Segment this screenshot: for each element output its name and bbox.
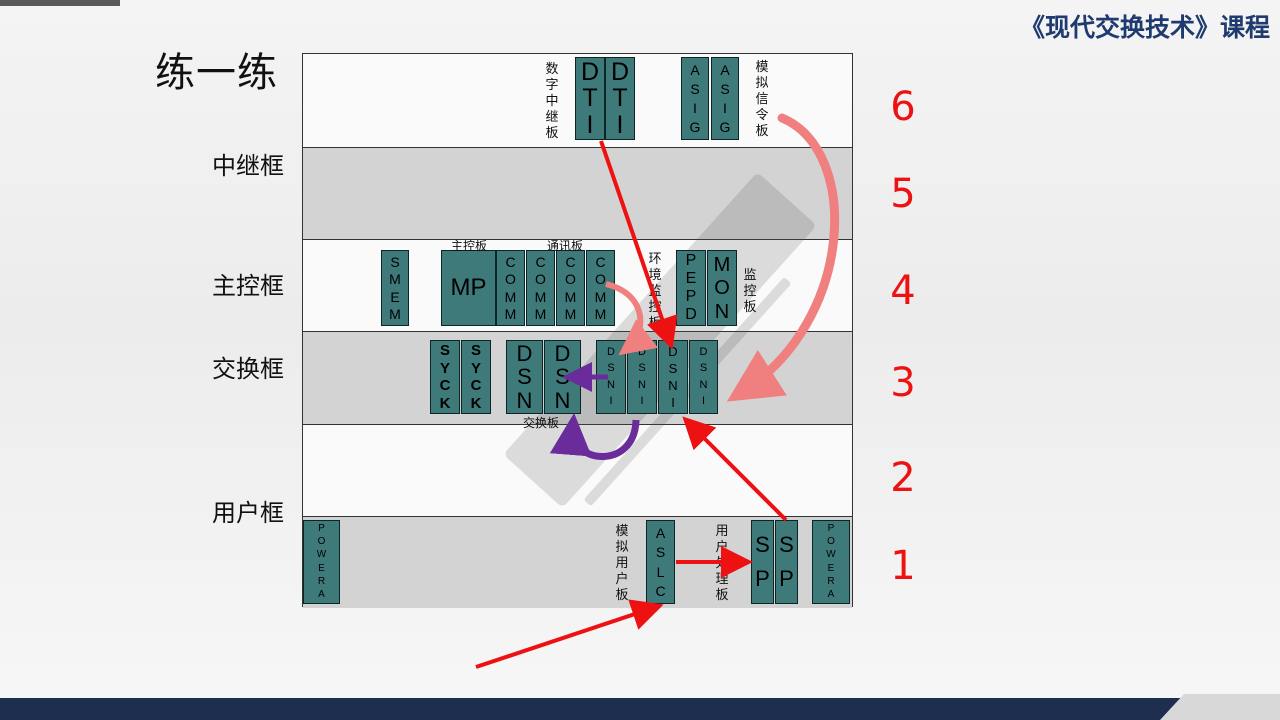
shelf-number-6: 6 [890, 84, 916, 130]
label-monitor-board: 监控板 [743, 268, 757, 315]
label-analog-signal-board: 模拟信令板 [755, 60, 769, 139]
footer-bar [0, 698, 1280, 720]
frame-label-user: 用户框 [212, 499, 284, 527]
label-comm-board: 通讯板 [547, 239, 584, 253]
label-analog-user-board: 模拟用户板 [615, 524, 629, 603]
shelf-number-5: 5 [890, 171, 916, 217]
corner-bar [0, 0, 120, 6]
frame-label-main-control: 主控框 [212, 272, 284, 300]
label-switch-board: 交换板 [523, 416, 560, 430]
label-main-control-board: 主控板 [451, 239, 488, 253]
shelf-number-3: 3 [890, 360, 916, 406]
shelf-number-2: 2 [890, 455, 916, 501]
shelf-number-1: 1 [890, 543, 916, 589]
label-digital-relay-board: 数字中继板 [545, 62, 559, 141]
arrow-input-to-aslc [475, 599, 664, 669]
card-mp: MP [441, 250, 496, 326]
page-title: 练一练 [155, 50, 278, 96]
label-env-monitor-board: 环境监控板 [648, 252, 662, 331]
frame-label-relay: 中继框 [212, 152, 284, 180]
frame-label-switching: 交换框 [212, 355, 284, 383]
label-user-processing-board: 用户处理板 [715, 524, 729, 603]
shelf-number-4: 4 [890, 268, 916, 314]
course-title: 《现代交换技术》课程 [1019, 13, 1270, 42]
